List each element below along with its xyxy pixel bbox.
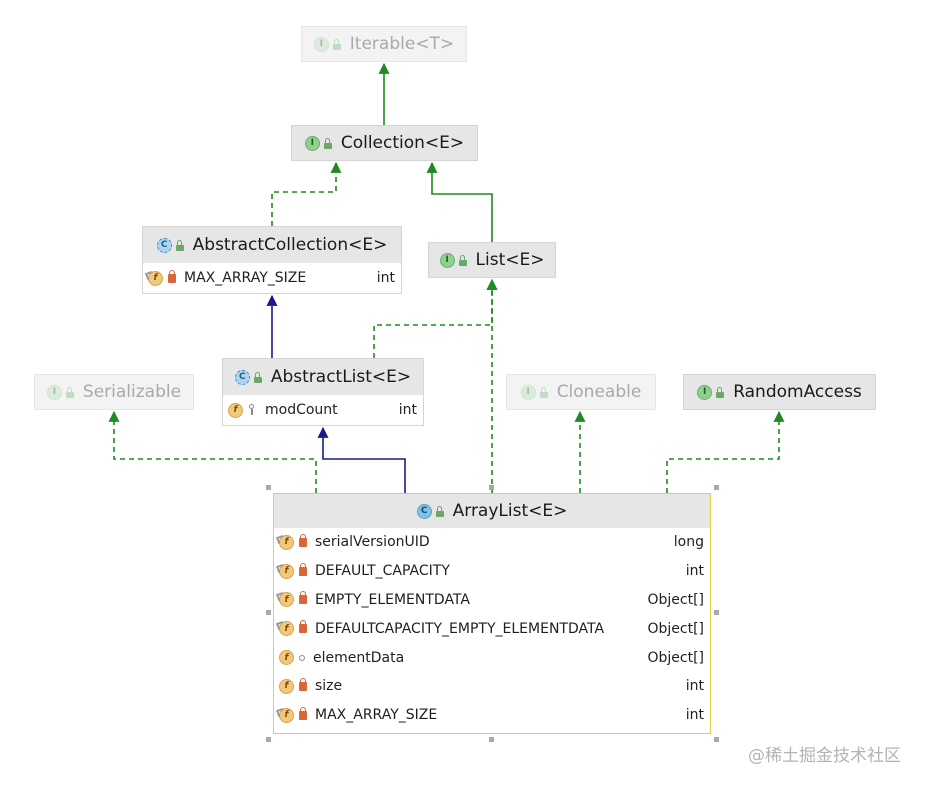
- resize-handle[interactable]: [714, 610, 719, 615]
- static-field-icon: f: [148, 270, 163, 286]
- static-field-icon: f: [279, 621, 294, 637]
- public-lock-icon: [323, 137, 333, 149]
- field-name: modCount: [265, 402, 338, 418]
- field-list: f serialVersionUID long f DEFAULT_CAPACI…: [274, 528, 710, 730]
- static-field-icon: f: [279, 592, 294, 608]
- node-cloneable-name: Cloneable: [556, 382, 642, 402]
- class-icon: C: [416, 503, 432, 519]
- field-name: DEFAULT_CAPACITY: [315, 563, 450, 580]
- relation-array-list-to-abstract-list: [317, 426, 406, 493]
- node-serializable-name: Serializable: [82, 382, 182, 402]
- interface-icon: I: [697, 384, 713, 400]
- public-lock-icon: [332, 38, 342, 50]
- field-name: DEFAULTCAPACITY_EMPTY_ELEMENTDATA: [315, 620, 605, 637]
- public-lock-icon: [458, 254, 468, 266]
- static-field-icon: f: [279, 707, 294, 723]
- node-collection-name: Collection<E>: [340, 133, 465, 153]
- field-type: int: [685, 563, 704, 580]
- interface-icon: I: [313, 36, 329, 52]
- field-row[interactable]: f DEFAULTCAPACITY_EMPTY_ELEMENTDATA Obje…: [274, 614, 710, 643]
- interface-icon: I: [439, 252, 455, 268]
- private-lock-icon: [299, 706, 307, 720]
- field-type: int: [685, 707, 704, 724]
- field-type: int: [398, 402, 417, 418]
- relation-array-list-to-random-access: [666, 410, 785, 493]
- node-array-list[interactable]: C ArrayList<E> f serialVersionUID long f…: [273, 493, 711, 734]
- resize-handle[interactable]: [266, 737, 271, 742]
- field-row[interactable]: f serialVersionUID long: [274, 528, 710, 557]
- field-row[interactable]: f size int: [274, 672, 710, 701]
- node-collection[interactable]: I Collection<E>: [291, 125, 478, 161]
- node-iterable[interactable]: I Iterable<T>: [301, 26, 467, 62]
- private-lock-icon: [299, 620, 307, 634]
- resize-handle[interactable]: [266, 485, 271, 490]
- relation-abstract-collection-to-collection: [271, 161, 342, 226]
- field-icon: f: [279, 650, 294, 666]
- interface-icon: I: [520, 384, 536, 400]
- field-row[interactable]: f MAX_ARRAY_SIZE int: [274, 701, 710, 730]
- node-list-name: List<E>: [475, 250, 545, 270]
- field-type: int: [376, 270, 395, 286]
- resize-handle[interactable]: [489, 737, 494, 742]
- node-abstract-collection[interactable]: C AbstractCollection<E> f MAX_ARRAY_SIZE…: [142, 226, 402, 294]
- field-name: EMPTY_ELEMENTDATA: [315, 591, 470, 608]
- static-field-icon: f: [279, 534, 294, 550]
- private-lock-icon: [299, 591, 307, 605]
- node-abstract-list[interactable]: C AbstractList<E> f modCount int: [222, 358, 424, 426]
- field-row[interactable]: f modCount int: [223, 395, 423, 425]
- node-list[interactable]: I List<E>: [428, 242, 556, 278]
- field-type: Object[]: [647, 620, 704, 637]
- resize-handle[interactable]: [714, 737, 719, 742]
- node-iterable-name: Iterable<T>: [349, 34, 455, 54]
- node-array-list-name: ArrayList<E>: [452, 501, 568, 521]
- resize-handle[interactable]: [489, 485, 494, 490]
- field-name: elementData: [313, 649, 405, 666]
- relation-array-list-to-serializable: [108, 410, 317, 493]
- field-icon: f: [228, 402, 243, 418]
- node-abstract-list-name: AbstractList<E>: [270, 367, 412, 387]
- field-row[interactable]: f elementData Object[]: [274, 643, 710, 672]
- field-row[interactable]: f DEFAULT_CAPACITY int: [274, 557, 710, 586]
- public-lock-icon: [65, 386, 75, 398]
- field-type: long: [673, 534, 704, 551]
- abstract-class-icon: C: [156, 237, 172, 253]
- resize-handle[interactable]: [266, 610, 271, 615]
- field-row[interactable]: f EMPTY_ELEMENTDATA Object[]: [274, 586, 710, 615]
- private-lock-icon: [299, 533, 307, 547]
- protected-key-icon: [248, 404, 257, 416]
- field-name: serialVersionUID: [315, 534, 430, 551]
- field-row[interactable]: f MAX_ARRAY_SIZE int: [143, 263, 401, 293]
- watermark: @稀土掘金技术社区: [748, 746, 901, 766]
- field-icon: f: [279, 678, 294, 694]
- node-serializable[interactable]: I Serializable: [34, 374, 194, 410]
- relation-list-to-collection: [426, 161, 493, 242]
- field-type: Object[]: [647, 591, 704, 608]
- field-type: int: [685, 678, 704, 695]
- field-name: MAX_ARRAY_SIZE: [315, 707, 438, 724]
- private-lock-icon: [299, 562, 307, 576]
- abstract-class-icon: C: [234, 369, 250, 385]
- interface-icon: I: [46, 384, 62, 400]
- node-abstract-collection-name: AbstractCollection<E>: [192, 235, 388, 255]
- resize-handle[interactable]: [714, 485, 719, 490]
- node-random-access-name: RandomAccess: [733, 382, 862, 402]
- public-lock-icon: [175, 239, 185, 251]
- public-lock-icon: [539, 386, 549, 398]
- static-field-icon: f: [279, 563, 294, 579]
- public-lock-icon: [716, 386, 725, 398]
- node-random-access[interactable]: I RandomAccess: [683, 374, 876, 410]
- public-lock-icon: [435, 505, 445, 517]
- field-name: MAX_ARRAY_SIZE: [184, 270, 307, 286]
- node-cloneable[interactable]: I Cloneable: [506, 374, 656, 410]
- public-lock-icon: [253, 371, 263, 383]
- field-name: size: [315, 678, 343, 695]
- field-type: Object[]: [647, 649, 704, 666]
- interface-icon: I: [304, 135, 320, 151]
- package-visibility-icon: [299, 654, 305, 661]
- private-lock-icon: [299, 677, 307, 691]
- private-lock-icon: [168, 269, 176, 283]
